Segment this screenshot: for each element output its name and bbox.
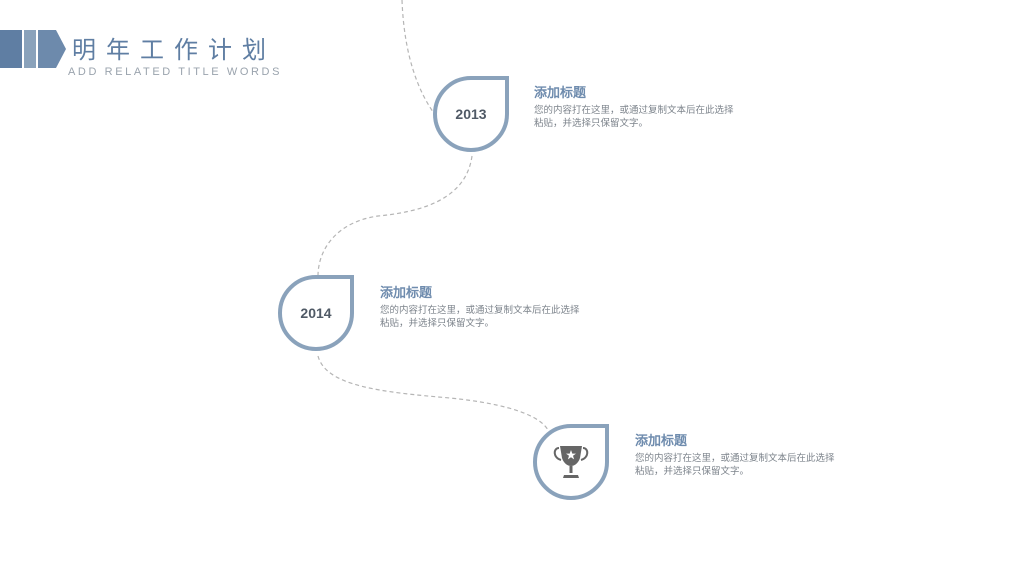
item-description: 您的内容打在这里，或通过复制文本后在此选择粘贴，并选择只保留文字。 — [534, 105, 734, 129]
trophy-icon — [553, 446, 589, 478]
timeline-item-trophy: 添加标题 您的内容打在这里，或通过复制文本后在此选择粘贴，并选择只保留文字。 — [635, 434, 875, 478]
item-title: 添加标题 — [635, 434, 688, 449]
year-label: 2013 — [455, 106, 487, 122]
timeline-node-2013: 2013 — [433, 76, 509, 152]
item-description: 您的内容打在这里，或通过复制文本后在此选择粘贴，并选择只保留文字。 — [380, 305, 580, 329]
timeline-node-2014: 2014 — [278, 275, 354, 351]
item-description: 您的内容打在这里，或通过复制文本后在此选择粘贴，并选择只保留文字。 — [635, 453, 835, 477]
page-subtitle: ADD RELATED TITLE WORDS — [68, 66, 283, 78]
page-title: 明年工作计划 — [72, 36, 276, 64]
timeline-item-2014: 添加标题 您的内容打在这里，或通过复制文本后在此选择粘贴，并选择只保留文字。 — [380, 286, 620, 330]
item-title: 添加标题 — [534, 86, 587, 101]
timeline-node-trophy — [533, 424, 609, 500]
timeline-item-2013: 添加标题 您的内容打在这里，或通过复制文本后在此选择粘贴，并选择只保留文字。 — [534, 86, 774, 130]
item-title: 添加标题 — [380, 286, 433, 301]
header-decoration — [0, 30, 66, 68]
year-label: 2014 — [300, 305, 332, 321]
